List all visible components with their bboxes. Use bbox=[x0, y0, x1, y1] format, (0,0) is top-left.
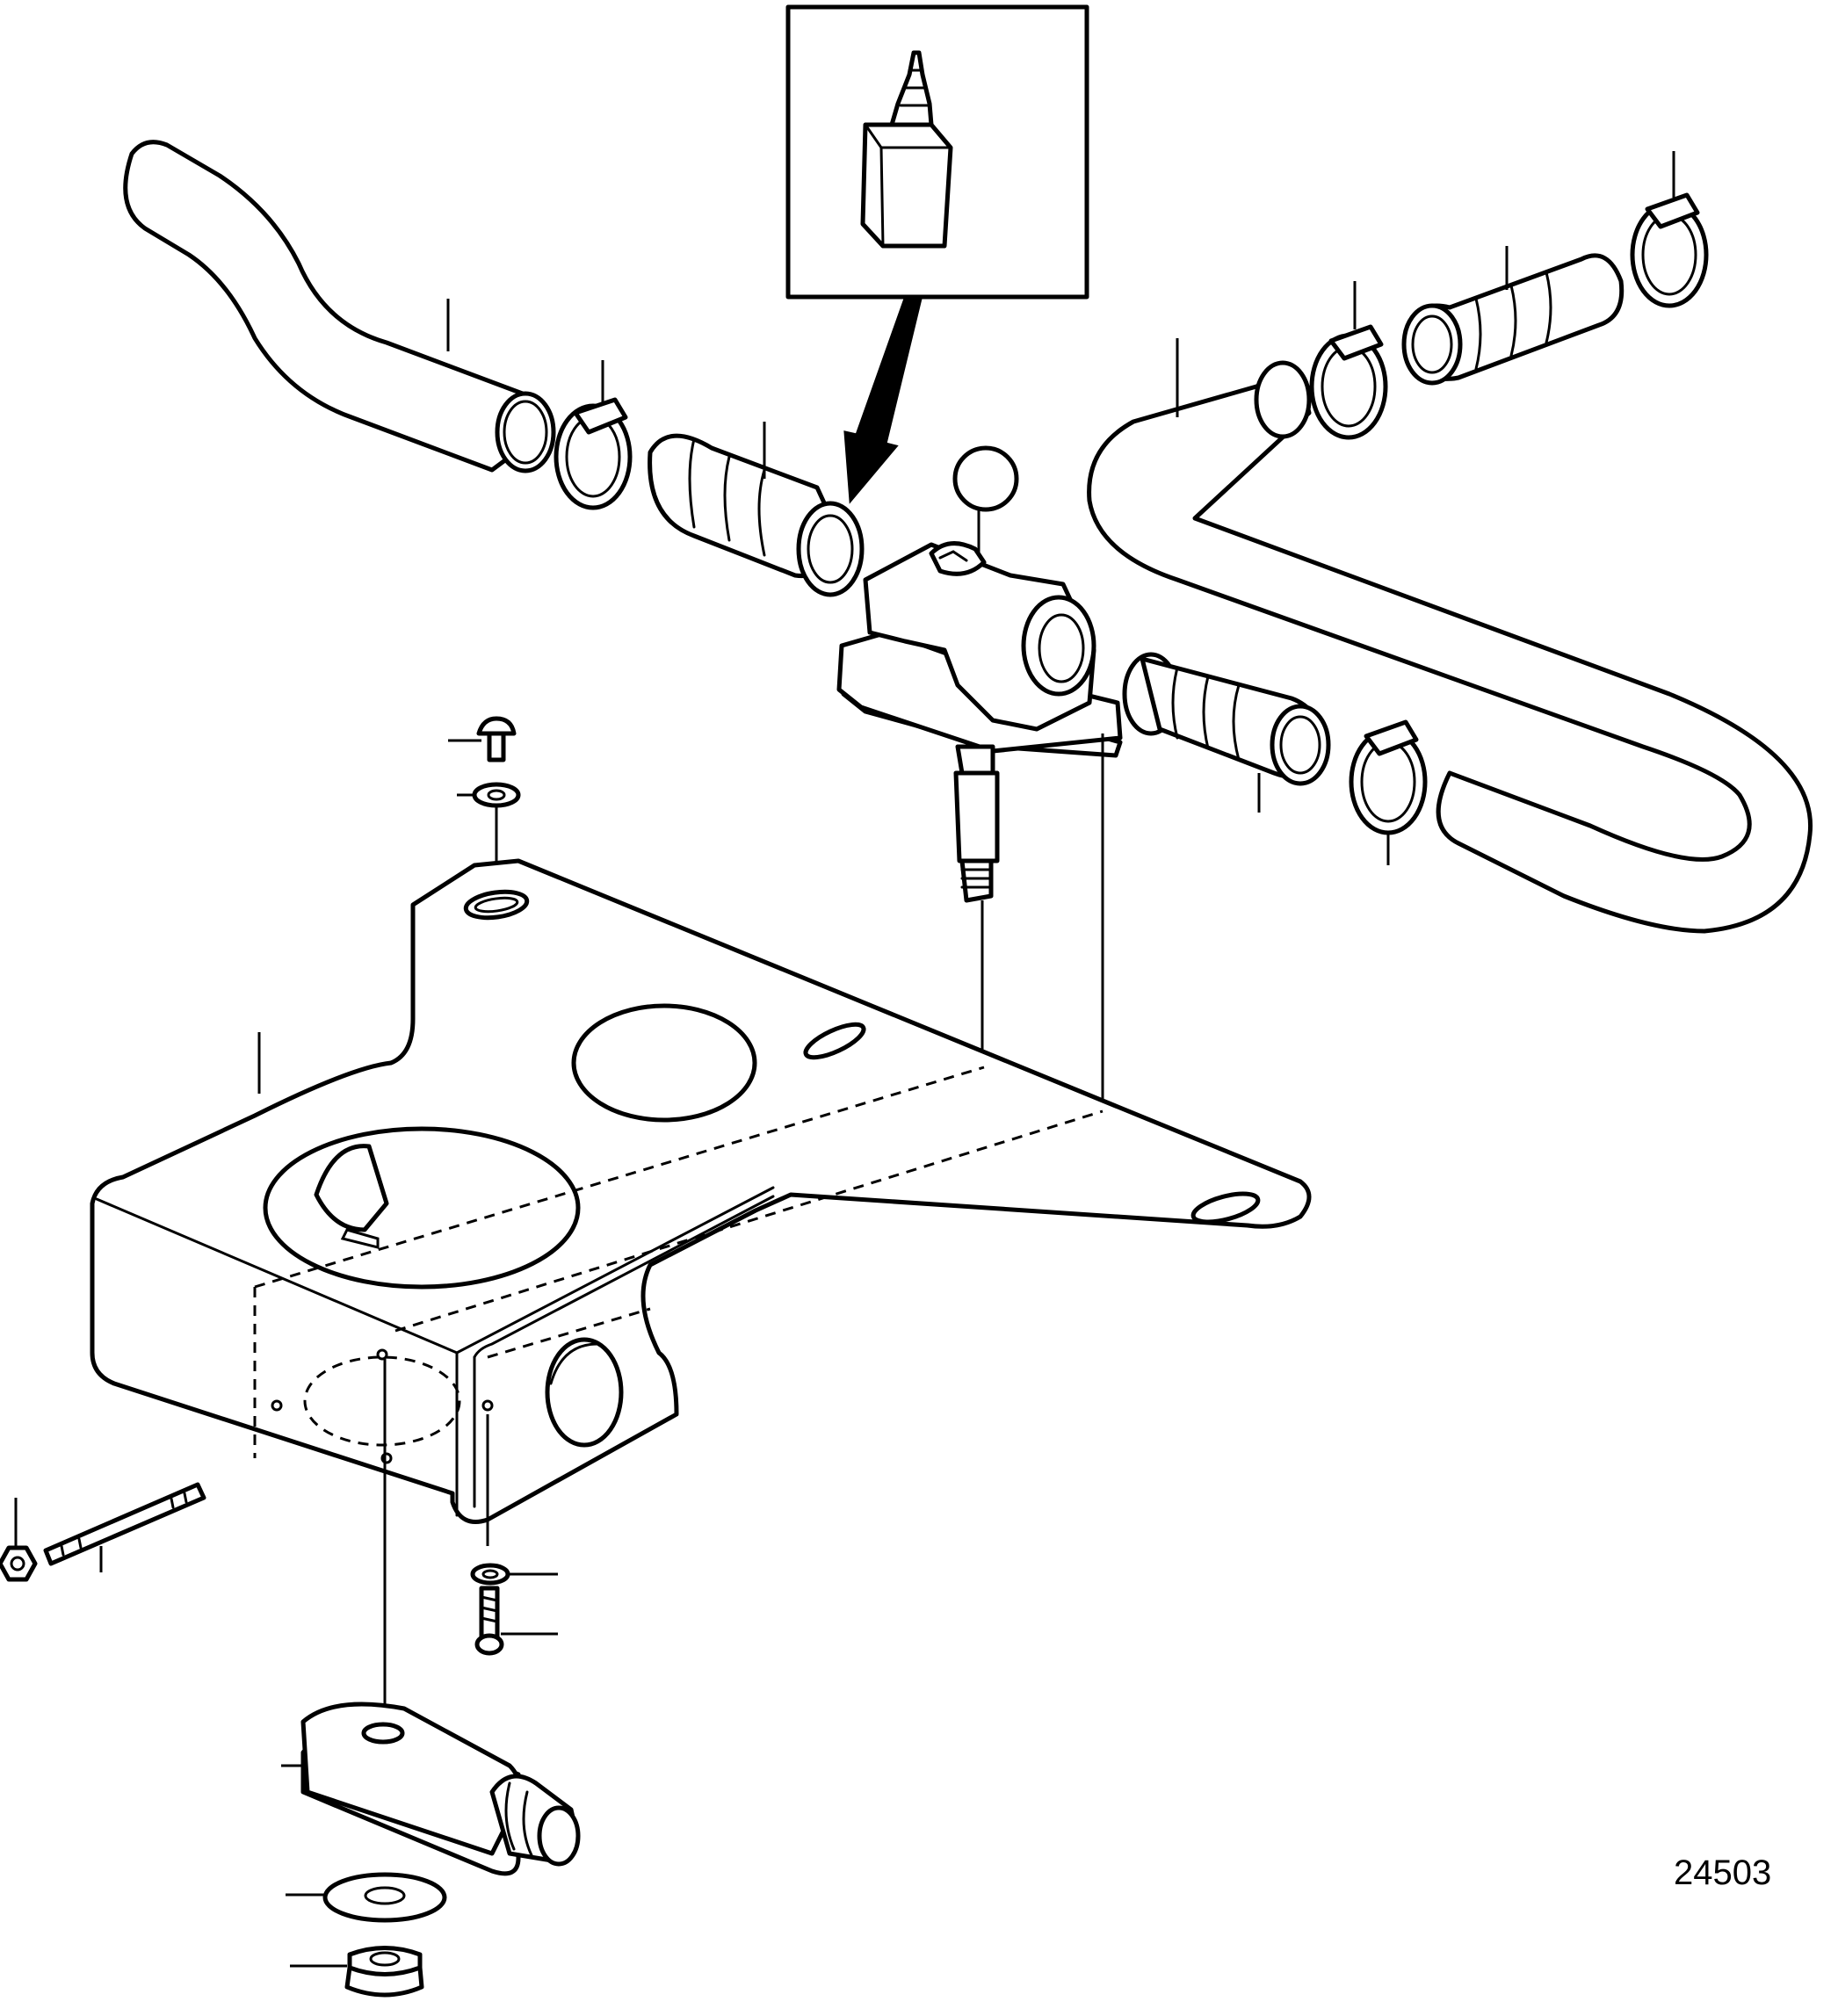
sealant-callout bbox=[785, 4, 1089, 504]
application-arrow bbox=[843, 297, 923, 504]
sealant-tube-icon bbox=[860, 50, 953, 249]
position-marker-circle bbox=[952, 445, 1019, 512]
hose-clamp-right-upper-a bbox=[1309, 324, 1388, 440]
hose-clamp-right-lower bbox=[1349, 719, 1428, 835]
top-bolt bbox=[472, 716, 521, 808]
hose-nipple-right bbox=[1122, 652, 1331, 786]
hose-clamp-left bbox=[554, 397, 633, 510]
valve-body bbox=[836, 541, 1123, 903]
mounting-bracket bbox=[90, 858, 1312, 1524]
hex-nut-left bbox=[0, 1545, 38, 1582]
upper-left-hose bbox=[123, 140, 556, 473]
u-shaped-hose bbox=[1087, 360, 1813, 934]
sensor bbox=[300, 1702, 581, 1876]
lower-washer bbox=[470, 1563, 510, 1586]
bottom-washer bbox=[322, 1872, 447, 1923]
hose-nipple-right-upper bbox=[1401, 253, 1625, 386]
bottom-nut bbox=[344, 1946, 424, 1998]
hose-clamp-right-upper-b bbox=[1630, 192, 1709, 308]
lower-screw bbox=[474, 1586, 504, 1656]
long-stud bbox=[43, 1482, 206, 1566]
reference-number: 24503 bbox=[1674, 1853, 1772, 1892]
hose-nipple-left bbox=[648, 433, 865, 597]
